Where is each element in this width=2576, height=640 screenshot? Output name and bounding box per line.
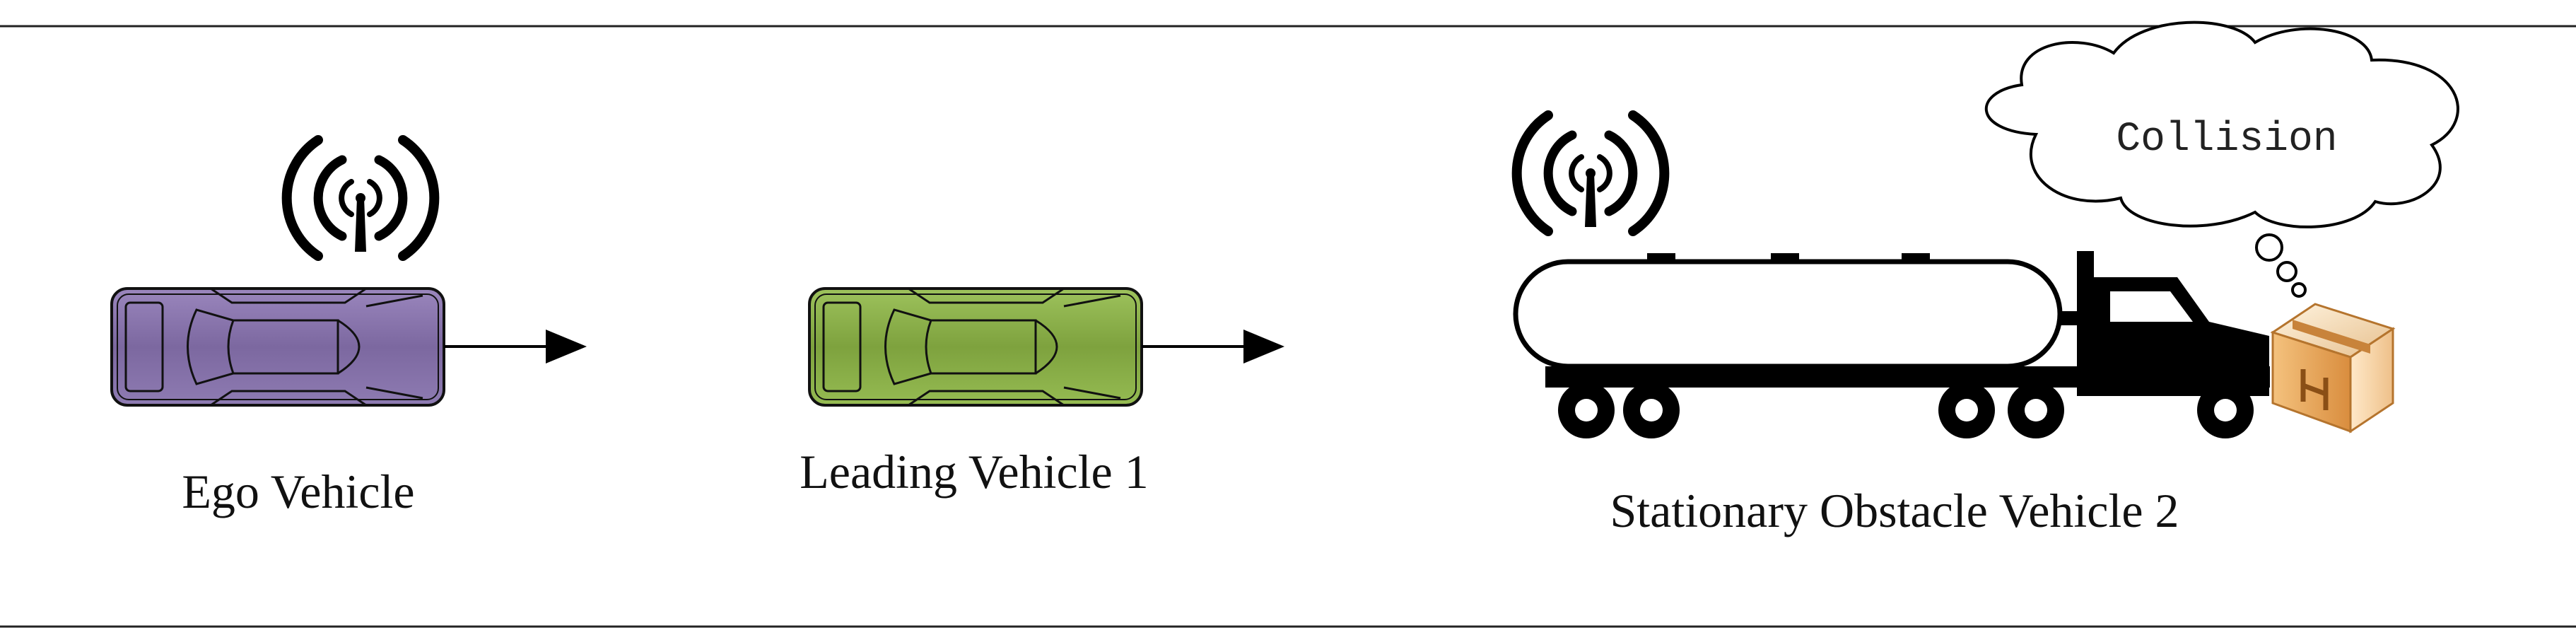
- tanker-truck-icon: [1513, 251, 2270, 438]
- ego-antenna-icon: [281, 135, 440, 261]
- leading-direction-arrow: [1142, 330, 1284, 363]
- purple-car-icon: [110, 287, 445, 407]
- ego-vehicle-label: Ego Vehicle: [182, 465, 414, 518]
- leading-vehicle-label: Leading Vehicle 1: [800, 445, 1148, 499]
- collision-thought-bubble: Collision: [1984, 21, 2459, 298]
- obstacle-vehicle-label: Stationary Obstacle Vehicle 2: [1610, 484, 2179, 537]
- box-icon: [2270, 303, 2396, 434]
- collision-label: Collision: [2116, 117, 2337, 163]
- ego-direction-arrow: [444, 330, 587, 363]
- obstacle-antenna-icon: [1511, 110, 1670, 236]
- green-car-icon: [808, 287, 1143, 407]
